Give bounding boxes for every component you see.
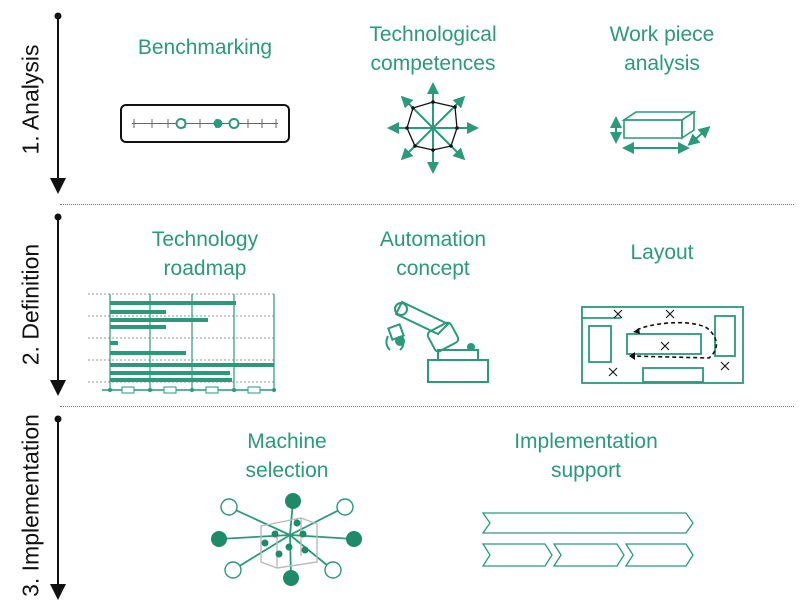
phase-label-analysis: 1. Analysis: [17, 44, 44, 155]
roadmap-chart-icon: [88, 293, 276, 394]
phase-arrow-definition: [50, 213, 66, 396]
phase-arrow-implementation: [50, 415, 66, 600]
phase-label-implementation: 3. Implementation: [17, 414, 44, 597]
radar-competences-icon: [387, 82, 479, 174]
step-title-implementation-support: Implementation support: [514, 430, 658, 482]
layout-floorplan-icon: [581, 306, 744, 384]
step-title-benchmarking: Benchmarking: [137, 36, 273, 59]
step-title-automation-concept: Automation concept: [379, 228, 487, 280]
step-title-machine-selection: Machine selection: [245, 430, 329, 482]
phase-divider-1: [60, 204, 794, 205]
step-title-technology-roadmap: Technology roadmap: [151, 228, 259, 280]
phase-arrow-analysis: [50, 12, 66, 194]
phase-divider-2: [60, 406, 794, 407]
robot-arm-icon: [385, 300, 489, 383]
phase-label-definition: 2. Definition: [17, 243, 44, 366]
implementation-chevrons-icon: [481, 512, 694, 567]
step-title-work-piece-analysis: Work piece analysis: [609, 23, 715, 75]
work-piece-icon: [610, 110, 711, 154]
machine-network-icon: [211, 493, 362, 586]
step-title-layout: Layout: [630, 241, 694, 264]
benchmarking-icon: [120, 104, 290, 143]
step-title-technological-competences: Technological competences: [369, 23, 497, 75]
